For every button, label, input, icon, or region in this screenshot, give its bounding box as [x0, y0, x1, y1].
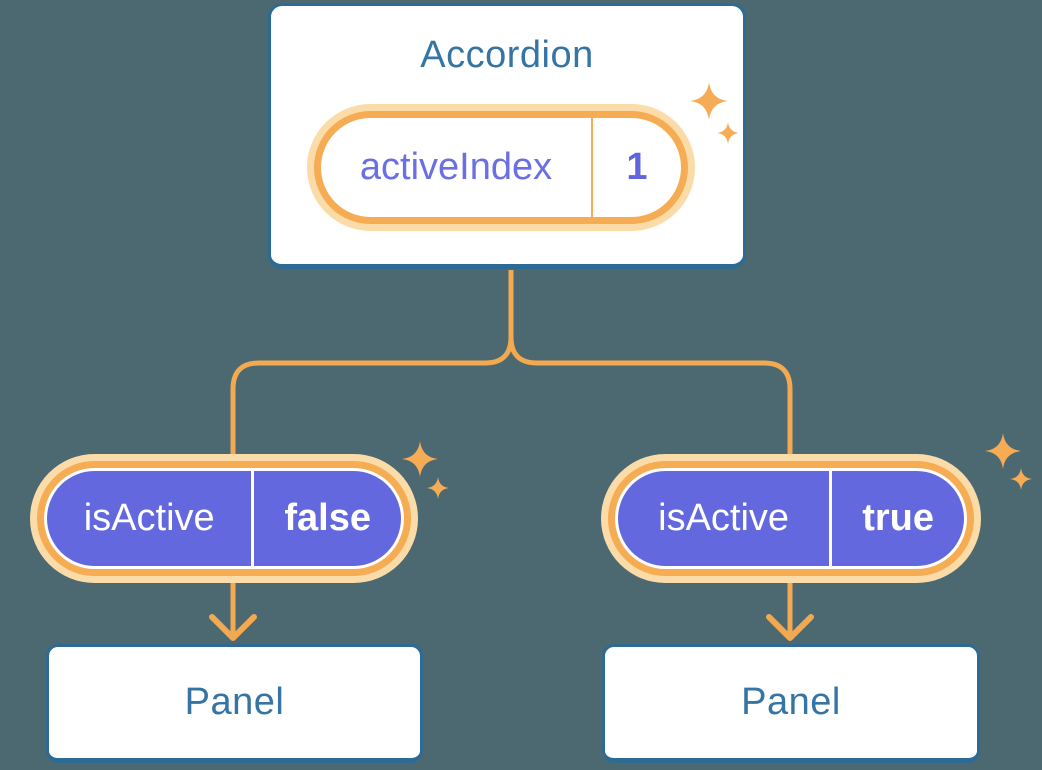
- prop-value-label: true: [862, 497, 934, 539]
- prop-pill-isactive-right: isActive true: [608, 461, 974, 576]
- prop-name-label: isActive: [658, 497, 790, 539]
- connector-left-branch: [230, 270, 514, 634]
- state-pill-divider: [591, 118, 593, 217]
- prop-pill-divider: [251, 471, 255, 566]
- prop-name-label: isActive: [83, 497, 215, 539]
- state-name-label: activeIndex: [359, 146, 553, 188]
- panel-title: Panel: [741, 681, 841, 723]
- prop-pill-divider: [829, 471, 833, 566]
- accordion-title: Accordion: [420, 34, 594, 76]
- arrow-down-icon: [209, 614, 257, 641]
- arrow-down-icon: [766, 614, 814, 641]
- panel-card-left: Panel: [46, 644, 423, 763]
- prop-pill-body: isActive true: [618, 471, 964, 566]
- state-value-label: 1: [626, 146, 648, 188]
- panel-title: Panel: [184, 681, 285, 723]
- panel-card-right: Panel: [602, 644, 980, 763]
- prop-pill-isactive-left: isActive false: [37, 461, 411, 576]
- prop-value-label: false: [284, 497, 371, 539]
- prop-pill-body: isActive false: [47, 471, 401, 566]
- connector-right-branch: [508, 270, 793, 634]
- state-pill-activeindex: activeIndex 1: [314, 111, 688, 224]
